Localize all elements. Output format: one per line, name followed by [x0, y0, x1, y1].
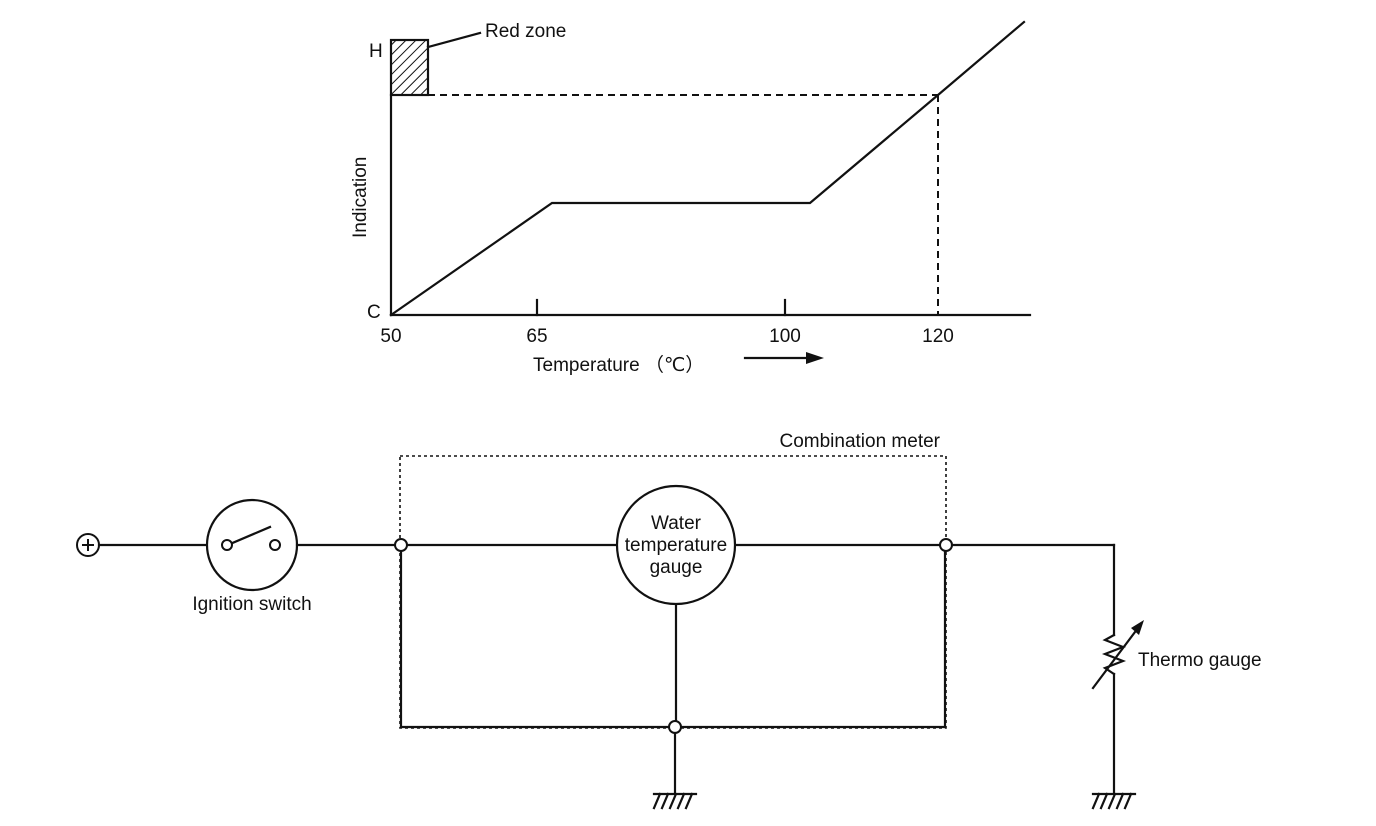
- red-zone-box: [389, 38, 430, 97]
- red-zone-label: Red zone: [485, 21, 566, 42]
- connector-left: [394, 538, 408, 552]
- indication-curve: [389, 20, 1026, 317]
- thermo-gauge-icon: [1091, 620, 1144, 690]
- y-axis-label: Indication: [350, 157, 371, 238]
- x-tick-label-65: 65: [526, 326, 547, 347]
- x-tick-label-50: 50: [380, 326, 401, 347]
- x-axis-label: Temperature （℃）: [533, 354, 704, 376]
- x-tick-label-100: 100: [769, 326, 801, 347]
- ignition-switch-icon: [205, 498, 299, 592]
- y-tick-c: C: [367, 302, 381, 323]
- indication-graph: Red zone H C Indication 50 65 100 120 Te…: [350, 20, 1032, 376]
- y-tick-h: H: [369, 41, 383, 62]
- gauge-circuit: Ignition switch Combination meter Water …: [76, 431, 1262, 810]
- red-zone-leader: [426, 31, 482, 49]
- thermo-gauge-label: Thermo gauge: [1138, 650, 1262, 671]
- gauge-label-line2: temperature: [625, 535, 727, 556]
- ground-icon-meter: [652, 792, 698, 810]
- gauge-label-line1: Water: [651, 513, 702, 534]
- ground-icon-thermo: [1091, 792, 1137, 810]
- ignition-switch-label: Ignition switch: [192, 594, 311, 615]
- water-temperature-gauge-icon: [615, 484, 737, 606]
- connector-ground: [668, 720, 682, 734]
- x-tick-label-120: 120: [922, 326, 954, 347]
- combination-meter-label: Combination meter: [779, 431, 940, 452]
- gauge-label-line3: gauge: [650, 557, 703, 578]
- x-axis-arrow-icon: [743, 352, 824, 364]
- battery-positive-icon: [76, 533, 100, 557]
- connector-right: [939, 538, 953, 552]
